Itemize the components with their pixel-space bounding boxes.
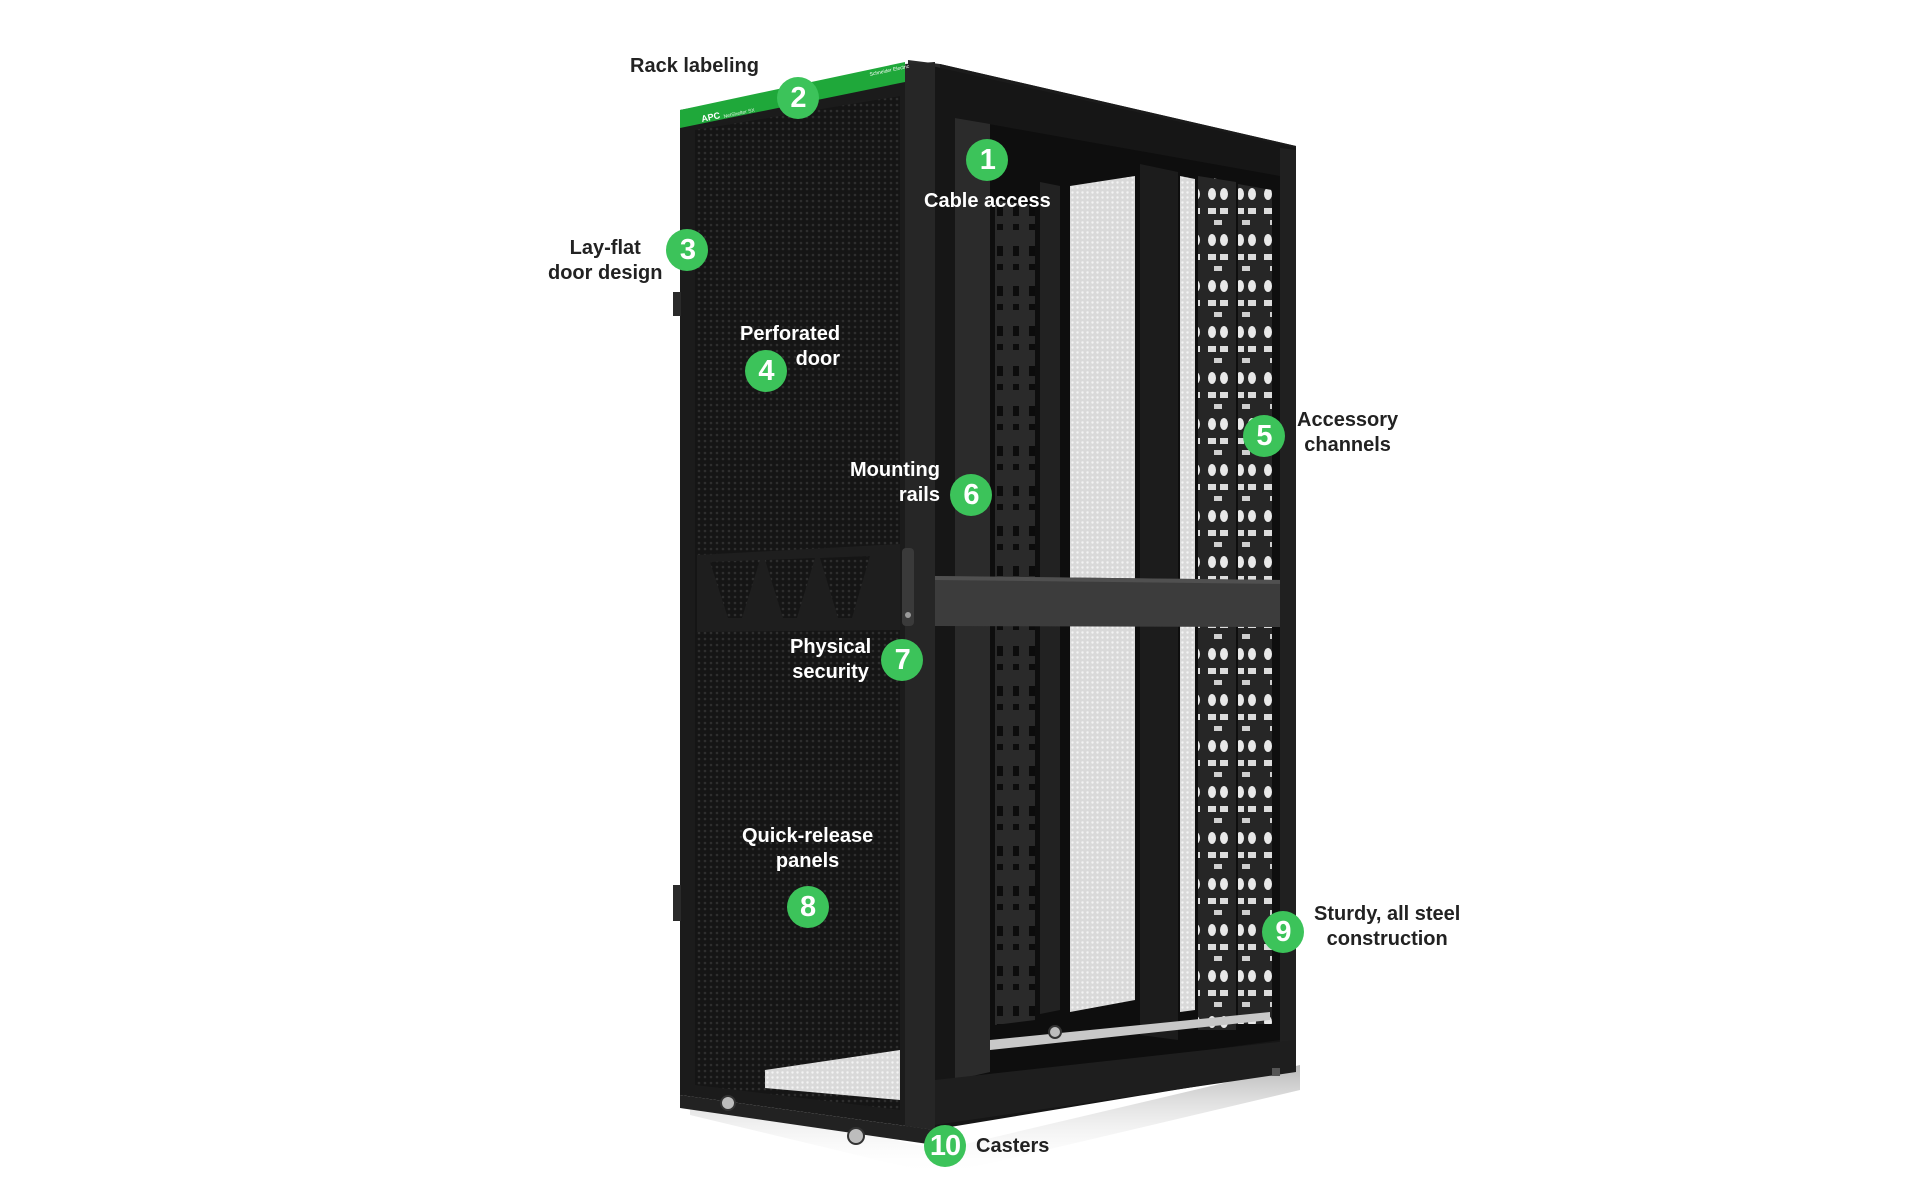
callout-perforated-door: Perforated door 4 [740,322,840,392]
callout-label: Mounting rails [850,459,940,506]
casters [720,1025,1280,1145]
callout-label: Perforated door [740,323,841,370]
callout-casters: 10 Casters [924,1125,1049,1167]
floor-shadow [690,1065,1300,1175]
badge-1: 1 [966,139,1009,181]
badge-7: 7 [881,639,924,681]
callout-label: Casters [976,1134,1050,1157]
callout-label: Physical security [790,636,872,683]
callout-accessory-channels: 5 Accessory channels [1243,409,1398,458]
callout-rack-labeling: Rack labeling 2 [630,54,819,119]
badge-8: 8 [786,886,829,928]
callout-physical-security: Physical security 7 [790,635,924,685]
rack-side-frame [932,66,1296,1130]
badge-6: 6 [949,474,992,516]
callout-cable-access: 1 Cable access [924,139,1051,214]
apc-logo: APC [700,110,721,124]
callout-steel-construction: 9 Sturdy, all steel construction [1262,903,1460,953]
badge-2: 2 [777,77,819,119]
door-handle [902,548,914,626]
callout-label: Sturdy, all steel construction [1314,903,1461,950]
callout-label: Quick-release panels [742,825,874,872]
callout-label: Rack labeling [630,55,759,77]
badge-5: 5 [1243,415,1285,457]
callout-label: Accessory channels [1297,409,1399,456]
badge-10: 10 [924,1125,966,1167]
callout-mounting-rails: Mounting rails 6 [850,450,992,516]
callout-label: Cable access [924,190,1051,212]
badge-9: 9 [1262,911,1304,953]
badge-3: 3 [666,229,709,271]
callout-lay-flat-door: Lay-flat door design 3 [548,229,709,286]
front-door [673,62,935,1145]
callout-label: Lay-flat door design [548,237,663,284]
callout-quick-release-panels: Quick-release panels 8 [742,824,873,928]
badge-4: 4 [745,350,787,392]
